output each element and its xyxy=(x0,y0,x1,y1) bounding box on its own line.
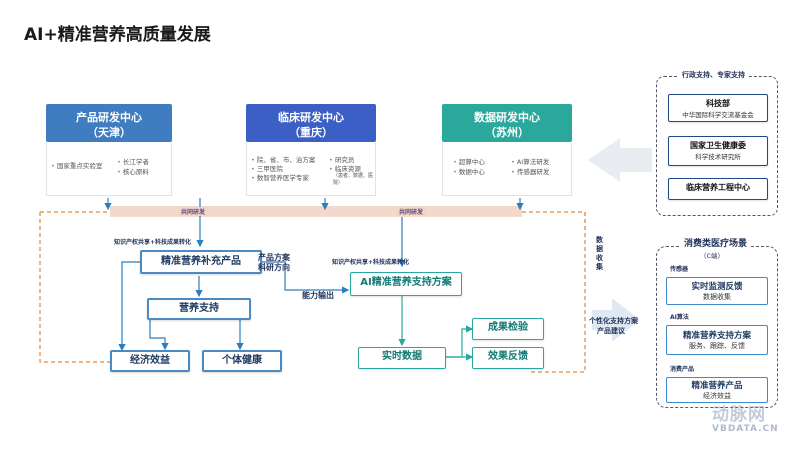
joint-rd-band xyxy=(110,206,522,217)
admin-box-title: 临床营养工程中心 xyxy=(686,183,750,192)
center-title: 临床研发中心 xyxy=(278,111,344,124)
watermark-url: VBDATA.CN xyxy=(712,424,779,434)
consumer-box-sub: 服务、跟踪、反馈 xyxy=(689,342,745,350)
center-data-rd: 数据研发中心 （苏州） xyxy=(442,104,572,142)
consumer-section-label: 传感器 xyxy=(670,266,689,273)
admin-box-title: 科技部 xyxy=(706,99,730,108)
ai-plan-box: AI精准营养支持方案 xyxy=(350,272,462,296)
consumer-box-title: 精准营养产品 xyxy=(691,381,743,391)
center-clinical-rd: 临床研发中心 （重庆） xyxy=(246,104,376,142)
nutrition-support-box: 营养支持 xyxy=(147,298,251,320)
outcome-check-box: 成果检验 xyxy=(472,318,544,340)
consumer-panel-subheader: （C端） xyxy=(700,252,725,260)
product-box: 精准营养补充产品 xyxy=(140,250,262,274)
watermark-logo: 动脉网 xyxy=(712,405,766,425)
center-item: 国家重点实验室 xyxy=(51,160,103,170)
page-title: AI+精准营养高质量发展 xyxy=(24,25,211,45)
consumer-box-title: 实时监测反馈 xyxy=(691,282,743,292)
center-item: 超算中心 xyxy=(453,156,485,166)
center-item: 院、省、市、治方案 xyxy=(251,154,316,164)
admin-box-most: 科技部 中华国际科学交流基金会 xyxy=(668,94,768,122)
center-item: 数智营养医学专家 xyxy=(251,172,309,182)
product-suggestion-label: 产品建议 xyxy=(597,327,625,335)
center-item: AI算法研发 xyxy=(511,156,549,166)
center-item: 数据中心 xyxy=(453,166,485,176)
center-city: （重庆） xyxy=(289,126,333,139)
center-item: 临床资源 xyxy=(329,163,361,173)
admin-panel-header: 行政支持、专家支持 xyxy=(678,70,749,80)
center-data-rd-body: 超算中心 数据中心 AI算法研发 传感器研发 xyxy=(442,142,572,196)
consumer-box-ai-plan: 精准营养支持方案 服务、跟踪、反馈 xyxy=(666,325,768,355)
economic-benefit-box: 经济效益 xyxy=(110,350,190,372)
admin-box-nhc: 国家卫生健康委 科学技术研究所 xyxy=(668,136,768,166)
admin-box-sub: 中华国际科学交流基金会 xyxy=(682,111,754,119)
admin-box-clinical: 临床营养工程中心 xyxy=(668,178,768,200)
center-item: 长江学者 xyxy=(117,156,149,166)
data-collection-label: 数据收集 xyxy=(596,236,603,271)
center-item: 三甲医院 xyxy=(251,163,283,173)
ip-label: 知识产权共享+科技成果转化 xyxy=(114,239,192,246)
center-title: 数据研发中心 xyxy=(474,111,540,124)
center-item: 核心原料 xyxy=(117,166,149,176)
center-title: 产品研发中心 xyxy=(76,111,142,124)
band-label: 共同研发 xyxy=(396,207,427,216)
center-item: （患者、数据、医院） xyxy=(333,173,374,186)
consumer-box-sub: 经济效益 xyxy=(703,392,731,400)
admin-box-title: 国家卫生健康委 xyxy=(690,141,746,150)
product-plan-label: 产品方案 xyxy=(258,253,290,262)
consumer-panel-header: 消费类医疗场景 xyxy=(680,236,752,249)
center-item: 传感器研发 xyxy=(511,166,550,176)
center-product-rd: 产品研发中心 （天津） xyxy=(46,104,172,142)
ip-label: 知识产权共享+科技成果转化 xyxy=(332,259,410,266)
center-product-rd-body: 国家重点实验室 长江学者 核心原料 xyxy=(46,142,172,196)
personal-health-box: 个体健康 xyxy=(202,350,282,372)
consumer-section-label: AI算法 xyxy=(670,314,689,321)
consumer-box-sub: 数据收集 xyxy=(703,293,731,301)
realtime-data-box: 实时数据 xyxy=(358,347,446,369)
consumer-section-label: 消费产品 xyxy=(670,366,695,373)
consumer-box-title: 精准营养支持方案 xyxy=(682,331,751,341)
consumer-box-monitoring: 实时监测反馈 数据收集 xyxy=(666,277,768,305)
consumer-box-product: 精准营养产品 经济效益 xyxy=(666,377,768,403)
effect-feedback-box: 效果反馈 xyxy=(472,347,544,369)
band-label: 共同研发 xyxy=(178,207,209,216)
center-clinical-rd-body: 院、省、市、治方案 三甲医院 数智营养医学专家 研究员 临床资源 （患者、数据、… xyxy=(246,142,376,196)
center-city: （苏州） xyxy=(485,126,529,139)
center-item: 研究员 xyxy=(329,154,355,164)
center-city: （天津） xyxy=(87,126,131,139)
personalized-plan-label: 个性化支持方案 xyxy=(589,317,638,325)
admin-box-sub: 科学技术研究所 xyxy=(695,153,741,161)
capability-output-label: 能力输出 xyxy=(302,291,334,300)
research-direction-label: 科研方向 xyxy=(258,263,290,272)
